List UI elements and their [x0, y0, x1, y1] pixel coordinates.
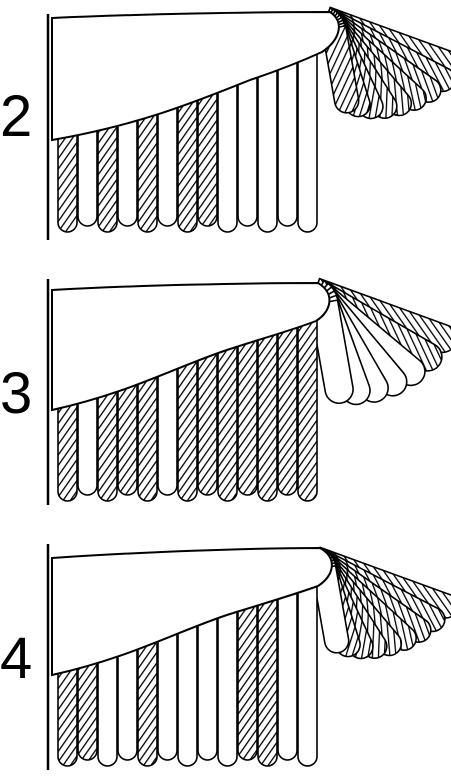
wing-panel-2: 2 [0, 0, 451, 250]
wing-illustration [0, 530, 451, 780]
secondary-feather [278, 55, 297, 226]
secondary-feather [218, 335, 237, 501]
secondary-feather [258, 590, 277, 766]
secondary-feather [238, 595, 257, 760]
secondary-feather [198, 605, 217, 760]
secondary-feather [258, 325, 277, 501]
secondary-feather [298, 50, 317, 232]
secondary-feather [198, 340, 217, 495]
secondary-feather [298, 580, 317, 766]
wing-illustration [0, 265, 451, 515]
secondary-feather [278, 320, 297, 495]
secondary-feather [258, 60, 277, 232]
secondary-feather [218, 70, 237, 232]
secondary-feather [218, 600, 237, 766]
secondary-feather [238, 65, 257, 226]
primaries [322, 7, 451, 122]
wing-panel-4: 4 [0, 530, 451, 780]
secondary-feather [298, 315, 317, 501]
primaries [310, 279, 451, 409]
wing-illustration [0, 0, 451, 250]
wing-panel-3: 3 [0, 265, 451, 515]
secondary-feather [278, 585, 297, 760]
secondary-feather [238, 330, 257, 495]
